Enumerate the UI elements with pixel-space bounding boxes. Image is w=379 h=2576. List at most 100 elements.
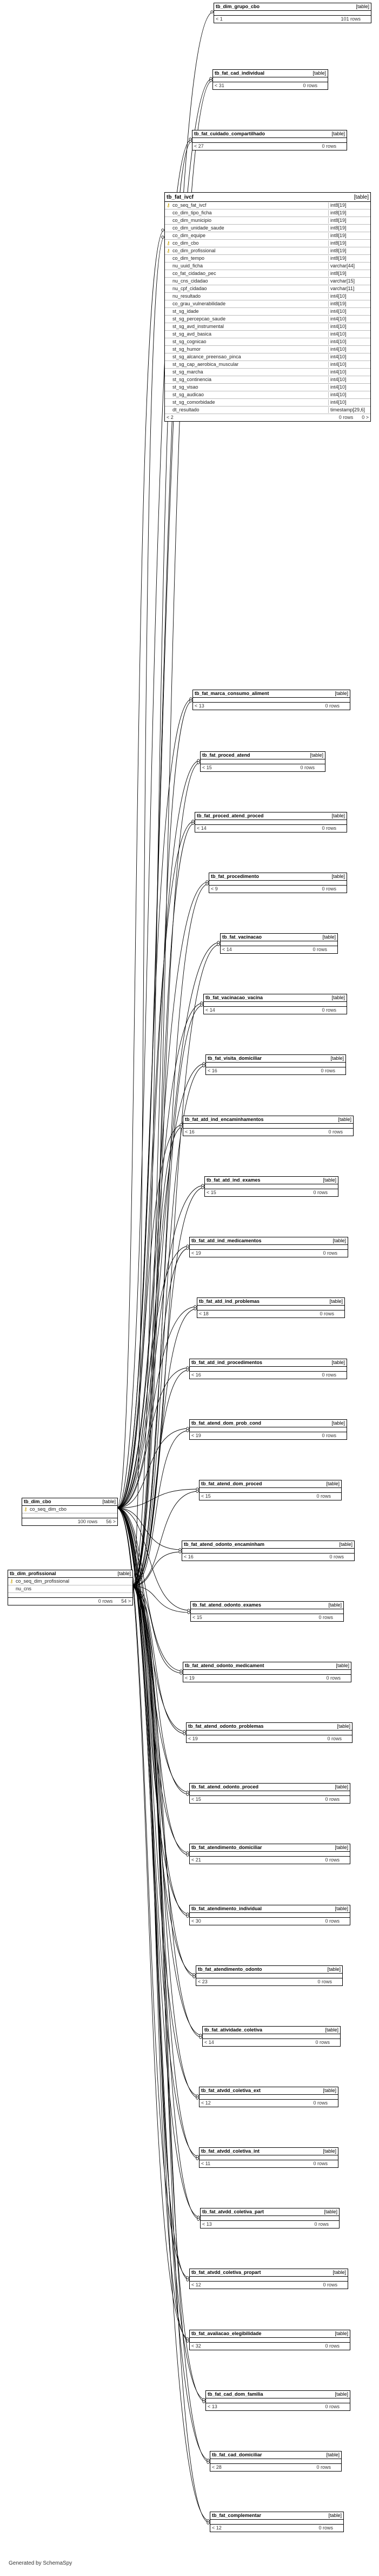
child-count: < 1 <box>216 16 223 22</box>
child-count: < 15 <box>201 1493 211 1499</box>
relation-line-cbo <box>116 1507 210 2461</box>
row-count: 0 rows <box>318 2525 333 2531</box>
table-kind: [table] <box>331 874 345 879</box>
column-name: co_dim_tempo <box>172 255 205 261</box>
table-name: tb_fat_marca_consumo_aliment <box>195 691 269 696</box>
table-tb-fat-atendimento-domiciliar[interactable]: tb_fat_atendimento_domiciliar[table]< 21… <box>189 1844 350 1864</box>
relation-line-profissional <box>131 1585 203 2038</box>
row-count: 0 rows <box>320 1311 334 1316</box>
relation-line-cbo <box>116 1507 201 2218</box>
relation-line-cbo <box>116 1507 182 1550</box>
table-tb-fat-atend-odonto-medicament[interactable]: tb_fat_atend_odonto_medicament[table]< 1… <box>183 1662 351 1682</box>
table-name: tb_fat_atvdd_coletiva_ext <box>201 2088 261 2093</box>
column-type: int8[19] <box>328 255 370 261</box>
column-name: co_dim_municipio <box>172 218 212 223</box>
table-kind: [table] <box>310 752 323 758</box>
table-kind: [table] <box>323 1177 336 1183</box>
relation-line-cbo <box>116 1246 190 1509</box>
row-count: 0 rows <box>317 1979 332 1984</box>
table-name: tb_fat_visita_domiciliar <box>208 1056 262 1061</box>
column-type: int8[19] <box>328 240 370 246</box>
column-row: co_dim_tempo int8[19] <box>165 255 370 263</box>
child-count: < 16 <box>191 1372 201 1378</box>
relation-line-profissional <box>131 80 213 1587</box>
crowfoot-marker <box>192 1975 196 1978</box>
crowfoot-marker <box>186 1915 189 1918</box>
key-icon: ⚷ <box>167 240 170 246</box>
child-count: < 12 <box>201 2100 211 2106</box>
table-header: tb_fat_atendimento_odonto[table] <box>196 1966 342 1974</box>
column-name: co_seq_fat_ivcf <box>172 202 207 208</box>
table-header: tb_fat_atendimento_domiciliar[table] <box>190 1844 350 1852</box>
child-count: < 15 <box>202 765 212 770</box>
table-tb-dim-profissional[interactable]: tb_dim_profissional [table] ⚷ co_seq_dim… <box>8 1570 133 1605</box>
table-tb-fat-atendimento-odonto[interactable]: tb_fat_atendimento_odonto[table] < 23 0 ro… <box>196 1965 343 1986</box>
relation-line-cbo <box>116 760 201 1509</box>
table-tb-fat-atend-odonto-encaminham[interactable]: tb_fat_atend_odonto_encaminham[table]< 1… <box>182 1541 355 1561</box>
child-count: < 23 <box>198 1979 208 1984</box>
column-name: co_dim_cbo <box>172 240 199 246</box>
child-count: < 14 <box>205 1007 215 1013</box>
child-count: < 11 <box>201 2161 211 2166</box>
table-footer: 100 rows 56 > <box>22 1518 117 1525</box>
table-kind: [table] <box>354 194 369 200</box>
column-name: st_sg_cap_aerobica_muscular <box>172 362 239 367</box>
spacer <box>8 1593 132 1598</box>
row-count: 0 rows <box>321 1068 335 1073</box>
table-tb-fat-atendimento-individual[interactable]: tb_fat_atendimento_individual[table]< 30… <box>189 1905 350 1925</box>
table-name: tb_fat_atend_odonto_exames <box>192 1602 262 1608</box>
spacer <box>191 1609 343 1614</box>
relation-line-cbo <box>116 1507 191 1611</box>
table-name: tb_fat_atd_ind_procedimentos <box>191 1360 263 1365</box>
table-kind: [table] <box>335 2331 348 2336</box>
table-tb-fat-avaliacao-elegibilidade[interactable]: tb_fat_avaliacao_elegibilidade[table]< 3… <box>189 2330 350 2350</box>
table-tb-dim-cbo[interactable]: tb_dim_cbo [table] ⚷ co_seq_dim_cbo 100 … <box>22 1498 118 1526</box>
child-count: < 19 <box>188 1736 198 1741</box>
column-name: st_sg_alcance_preensao_pinca <box>172 354 241 359</box>
table-tb-fat-atd-ind-encaminhamentos[interactable]: tb_fat_atd_ind_encaminhamentos[table]< 1… <box>183 1116 354 1136</box>
crowfoot-marker <box>207 2521 210 2525</box>
table-name: tb_fat_proced_atend <box>202 752 250 758</box>
crowfoot-marker <box>202 1064 205 1067</box>
table-kind: [table] <box>117 1571 131 1576</box>
spacer <box>187 1731 352 1735</box>
table-tb-fat-atend-odonto-problemas[interactable]: tb_fat_atend_odonto_problemas[table]< 19… <box>186 1722 353 1743</box>
table-tb-fat-atvdd-coletiva-propart[interactable]: tb_fat_atvdd_coletiva_propart[table]< 12… <box>189 2269 348 2289</box>
